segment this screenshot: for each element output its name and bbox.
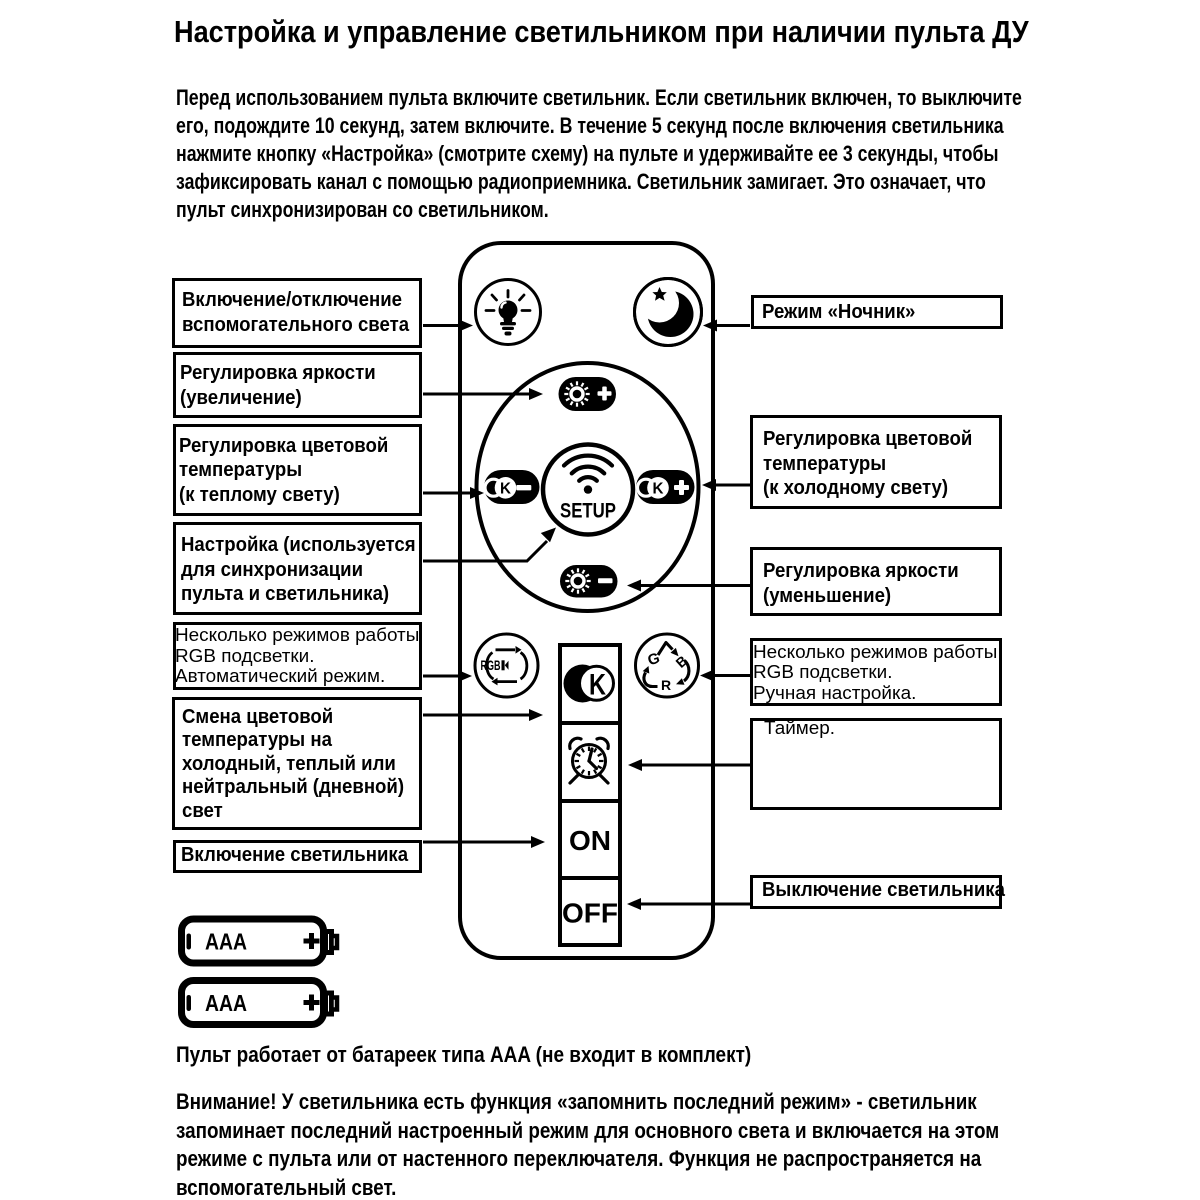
svg-text:AAA: AAA [205, 990, 247, 1016]
svg-text:AAA: AAA [205, 929, 247, 955]
svg-text:OFF: OFF [562, 898, 618, 929]
svg-text:G: G [646, 650, 662, 670]
svg-text:ON: ON [569, 825, 611, 856]
svg-text:K: K [500, 480, 512, 497]
svg-text:K: K [589, 668, 606, 701]
svg-text:SETUP: SETUP [560, 500, 616, 523]
svg-text:K: K [653, 480, 665, 497]
svg-text:R: R [661, 677, 671, 693]
svg-text:RGB: RGB [481, 658, 501, 673]
